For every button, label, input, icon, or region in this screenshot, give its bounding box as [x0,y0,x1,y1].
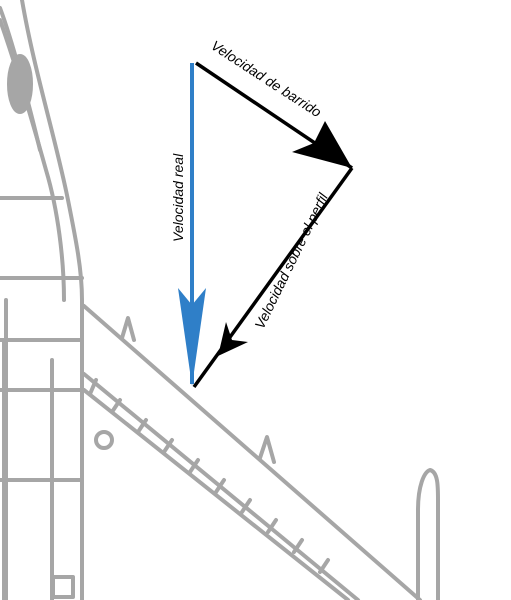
engine-intake [7,54,33,114]
wingtip-fin [416,468,440,600]
fuselage-panel-lines [0,196,84,600]
fuselage-outer-edge [20,0,84,600]
fuselage-inner-edge [0,18,66,302]
wing-fence-front [120,316,136,342]
airfoil-velocity-label: Velocidad sobre el perfil [251,190,331,332]
fuselage-hatch [51,575,75,599]
sweep-velocity-arrowhead [292,121,352,168]
wing-fence-rear [258,435,276,464]
wing-strip-panels [88,378,330,574]
wing-hardpoint [94,430,114,450]
airfoil-velocity-arrowhead [218,322,248,356]
airfoil-velocity-arrow [192,166,354,389]
wing-strip [82,388,350,600]
sweep-velocity-label: Velocidad de barrido [208,37,324,120]
wing-leading-edge [82,304,422,600]
sweep-velocity-arrow [195,61,353,170]
aircraft-outline [0,0,440,600]
real-velocity-label: Velocidad real [170,153,186,242]
real-velocity-arrowhead [178,288,206,386]
real-velocity-arrow [178,63,206,386]
